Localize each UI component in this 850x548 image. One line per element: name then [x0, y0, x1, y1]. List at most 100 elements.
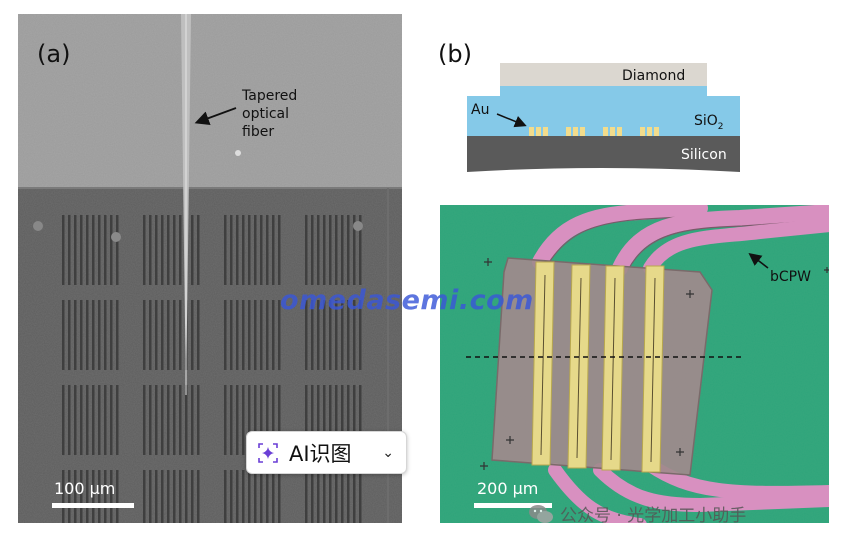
grating-line: [143, 300, 146, 370]
grating-line: [224, 300, 227, 370]
grating-line: [353, 470, 356, 523]
grating-line: [167, 215, 170, 285]
scalebar-b: [474, 503, 552, 508]
grating-line: [347, 385, 350, 455]
grating-line: [254, 300, 257, 370]
ai-image-recognition-button[interactable]: AI识图 ⌄: [246, 431, 407, 474]
grating-line: [149, 215, 152, 285]
grating-line: [329, 470, 332, 523]
grating-line: [317, 300, 320, 370]
grating-line: [149, 300, 152, 370]
grating-line: [167, 470, 170, 523]
grating-line: [80, 300, 83, 370]
grating-line: [230, 300, 233, 370]
grating-line: [143, 470, 146, 523]
grating-line: [272, 300, 275, 370]
grating-line: [335, 300, 338, 370]
grating-line: [341, 385, 344, 455]
grating-line: [272, 215, 275, 285]
grating-line: [329, 215, 332, 285]
grating-line: [266, 215, 269, 285]
grating-line: [230, 385, 233, 455]
grating-line: [242, 215, 245, 285]
grating-line: [323, 470, 326, 523]
grating-line: [197, 300, 200, 370]
au-label: Au: [471, 102, 489, 118]
grating-line: [92, 215, 95, 285]
grating-line: [317, 385, 320, 455]
grating-line: [191, 385, 194, 455]
grating-line: [248, 300, 251, 370]
grating-line: [191, 470, 194, 523]
grating-line: [155, 470, 158, 523]
grating-line: [323, 385, 326, 455]
grating-line: [278, 470, 281, 523]
grating-line: [311, 470, 314, 523]
grating-line: [179, 215, 182, 285]
grating-line: [104, 385, 107, 455]
grating-line: [86, 470, 89, 523]
grating-line: [155, 300, 158, 370]
watermark: omedasemi.com: [280, 285, 534, 316]
arrow-icon: [194, 107, 237, 126]
grating-line: [260, 215, 263, 285]
grating-line: [242, 385, 245, 455]
grating-line: [62, 215, 65, 285]
grating-line: [335, 470, 338, 523]
grating-line: [353, 215, 356, 285]
grating-line: [68, 470, 71, 523]
ai-button-label: AI识图: [289, 441, 352, 466]
grating-line: [161, 470, 164, 523]
grating-line: [266, 385, 269, 455]
grating-line: [98, 385, 101, 455]
grating-line: [329, 300, 332, 370]
grating-line: [149, 470, 152, 523]
bcpw-label: bCPW: [770, 269, 811, 285]
grating-line: [242, 470, 245, 523]
grating-line: [254, 385, 257, 455]
fiber-annotation-line1: Tapered: [241, 88, 297, 104]
grating-line: [86, 300, 89, 370]
grating-line: [155, 215, 158, 285]
grating-line: [236, 385, 239, 455]
scalebar-b-label: 200 µm: [477, 479, 538, 498]
panel-a-label: (a): [37, 40, 71, 68]
grating-line: [323, 215, 326, 285]
grating-line: [359, 215, 362, 285]
grating-line: [110, 470, 113, 523]
scalebar-a: [52, 503, 134, 508]
grating-line: [74, 300, 77, 370]
grating-line: [179, 300, 182, 370]
grating-line: [230, 470, 233, 523]
grating-line: [311, 385, 314, 455]
grating-line: [110, 300, 113, 370]
grating-line: [323, 300, 326, 370]
fiber-annotation-line3: fiber: [242, 124, 274, 140]
grating-line: [179, 470, 182, 523]
grating-line: [104, 470, 107, 523]
panel-b-label: (b): [438, 40, 472, 68]
grating-line: [116, 300, 119, 370]
grating-line: [236, 470, 239, 523]
grating-line: [266, 470, 269, 523]
grating-line: [260, 470, 263, 523]
chevron-down-icon[interactable]: ⌄: [382, 444, 394, 461]
grating-line: [197, 215, 200, 285]
grating-line: [359, 385, 362, 455]
grating-line: [104, 300, 107, 370]
grating-line: [335, 385, 338, 455]
grating-line: [272, 470, 275, 523]
grating-line: [347, 300, 350, 370]
grating-line: [167, 300, 170, 370]
sio2-label: SiO2: [694, 113, 724, 132]
arrow-icon: [748, 253, 769, 269]
scalebar-a-label: 100 µm: [54, 479, 115, 498]
bcpw-traces: [532, 205, 829, 523]
grating-line: [98, 215, 101, 285]
grating-line: [347, 470, 350, 523]
grating-line: [359, 300, 362, 370]
grating-line: [260, 300, 263, 370]
grating-line: [62, 470, 65, 523]
grating-line: [230, 215, 233, 285]
